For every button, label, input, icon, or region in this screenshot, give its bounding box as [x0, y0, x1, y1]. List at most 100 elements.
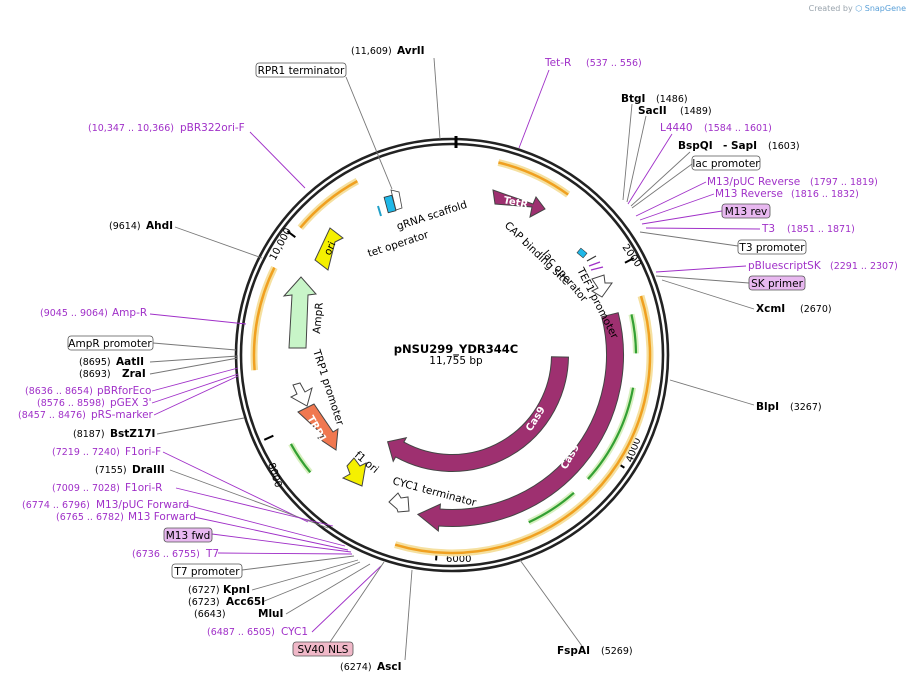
acc65i-name: Acc65I: [226, 596, 265, 608]
bstz17i-name: BstZ17I: [110, 428, 155, 440]
t3-promoter-box: T3 promoter: [737, 239, 807, 255]
ahdi-pos: (9614): [109, 221, 141, 232]
leader-line-33: [211, 533, 352, 553]
tick-label-2: 6000: [446, 554, 471, 565]
leader-line-13: [639, 231, 739, 247]
leader-line-31: [185, 504, 346, 547]
t7-name: T7: [205, 548, 219, 560]
l4440-name: L4440: [660, 122, 693, 134]
pgex3-name: pGEX 3': [110, 397, 152, 409]
leader-line-32: [193, 516, 349, 551]
grna-scaffold-label: gRNA scaffold: [395, 199, 468, 233]
leader-line-22: [149, 355, 239, 363]
sapi-name: SapI: [731, 140, 757, 152]
leader-line-17: [669, 379, 755, 406]
orf-halo-1: [297, 178, 360, 230]
leader-line-14: [655, 265, 747, 273]
t7-promoter-box: T7 promoter: [171, 563, 243, 579]
asci-pos: (6274): [340, 662, 372, 673]
m13-rev-pos: (1816 .. 1832): [791, 189, 859, 200]
leader-line-3: [518, 69, 550, 149]
draiii-pos: (7155): [95, 465, 127, 476]
cyc1-terminator-feature: CYC1 terminator: [388, 475, 478, 513]
leader-line-1: [345, 76, 393, 190]
leader-line-30: [175, 487, 334, 527]
fspai-pos: (5269): [601, 646, 633, 657]
t3-pos: (1851 .. 1871): [787, 224, 855, 235]
leader-line-36: [251, 559, 359, 591]
leader-line-19: [174, 226, 263, 259]
green-arc-0: [630, 314, 638, 354]
leader-line-15: [655, 275, 750, 284]
snapgene-logo-icon: ⬡: [855, 4, 863, 13]
leader-line-4: [622, 103, 633, 201]
svg-text:SK primer: SK primer: [751, 278, 803, 290]
leader-line-27: [156, 417, 245, 435]
green-arc-4: [289, 443, 312, 474]
svg-text:AmpR promoter: AmpR promoter: [68, 338, 152, 350]
svg-text:T7 promoter: T7 promoter: [173, 566, 240, 578]
svg-text:T3 promoter: T3 promoter: [738, 242, 805, 254]
sacii-name: SacII: [638, 105, 667, 117]
orf-arc-0: [498, 161, 569, 196]
svg-text:RPR1 terminator: RPR1 terminator: [258, 65, 345, 77]
ampr-promoter-box: AmpR promoter: [67, 335, 154, 351]
blpi-pos: (3267): [790, 402, 822, 413]
leader-line-10: [639, 193, 715, 221]
leader-line-5: [626, 115, 647, 203]
f1orif-pos: (7219 .. 7240): [52, 447, 120, 458]
ampr-primer-name: Amp-R: [112, 307, 147, 319]
pbrforeco-name: pBRforEco: [97, 385, 151, 397]
bspqi-pos: (1603): [768, 141, 800, 152]
leader-line-8: [631, 163, 693, 209]
bstz17i-pos: (8187): [73, 429, 105, 440]
draiii-name: DraIII: [132, 464, 165, 476]
avrii-pos: (11,609): [351, 46, 392, 57]
m13puc-fwd-pos: (6774 .. 6796): [22, 500, 90, 511]
m13puc-fwd-name: M13/pUC Forward: [96, 499, 189, 511]
leader-line-9: [635, 181, 707, 217]
backbone-outer: [234, 137, 670, 573]
svg-text:lac promoter: lac promoter: [692, 158, 760, 170]
m13-fwd-pos: (6765 .. 6782): [56, 512, 124, 523]
f1orir-pos: (7009 .. 7028): [52, 483, 120, 494]
plasmid-size: 11,755 bp: [429, 355, 483, 367]
leader-line-28: [162, 451, 309, 523]
outer-labels: (11,609) AvrII RPR1 terminator Tet-R (53…: [18, 45, 898, 673]
cyc1-primer-name: CYC1: [281, 626, 308, 638]
ori-label: ori: [322, 240, 339, 257]
green-arc-1: [587, 387, 635, 480]
leader-line-20: [149, 313, 247, 325]
svg-text:SV40 NLS: SV40 NLS: [298, 644, 349, 656]
zrai-name: ZraI: [122, 368, 146, 380]
snapgene-watermark: Created by ⬡ SnapGene: [809, 4, 906, 13]
orf-arc-3: [394, 295, 652, 555]
leader-line-40: [329, 561, 385, 643]
kpni-pos: (6727): [188, 585, 220, 596]
leader-line-25: [151, 373, 239, 404]
leader-line-12: [645, 227, 761, 230]
m13-rev-name: M13 Reverse: [715, 188, 783, 200]
cap-lac-features: CAP binding site lac operator TEF1 promo…: [502, 220, 621, 342]
m13fwd-box: M13 fwd: [163, 527, 213, 543]
prsmarker-name: pRS-marker: [91, 409, 154, 421]
mlui-pos: (6643): [194, 609, 226, 620]
tetr-primer-name: Tet-R: [544, 57, 571, 69]
ampR-label: AmpR: [311, 302, 326, 334]
leader-line-26: [153, 375, 239, 416]
svg-text:M13 rev: M13 rev: [725, 206, 768, 218]
tetr-primer-pos: (537 .. 556): [586, 58, 642, 69]
zrai-pos: (8693): [79, 369, 111, 380]
leader-line-38: [285, 563, 371, 615]
fspai-name: FspAI: [557, 645, 590, 657]
xcmi-pos: (2670): [800, 304, 832, 315]
watermark-brand: SnapGene: [864, 4, 906, 13]
pbr322ori-pos: (10,347 .. 10,366): [88, 123, 174, 134]
btgi-name: BtgI: [621, 93, 645, 105]
bspqi-name: BspQI: [678, 140, 713, 152]
ampr-primer-pos: (9045 .. 9064): [40, 308, 108, 319]
orf-arc-1: [299, 179, 358, 229]
leader-line-16: [661, 279, 755, 310]
tetR-label: TetR: [502, 195, 529, 211]
